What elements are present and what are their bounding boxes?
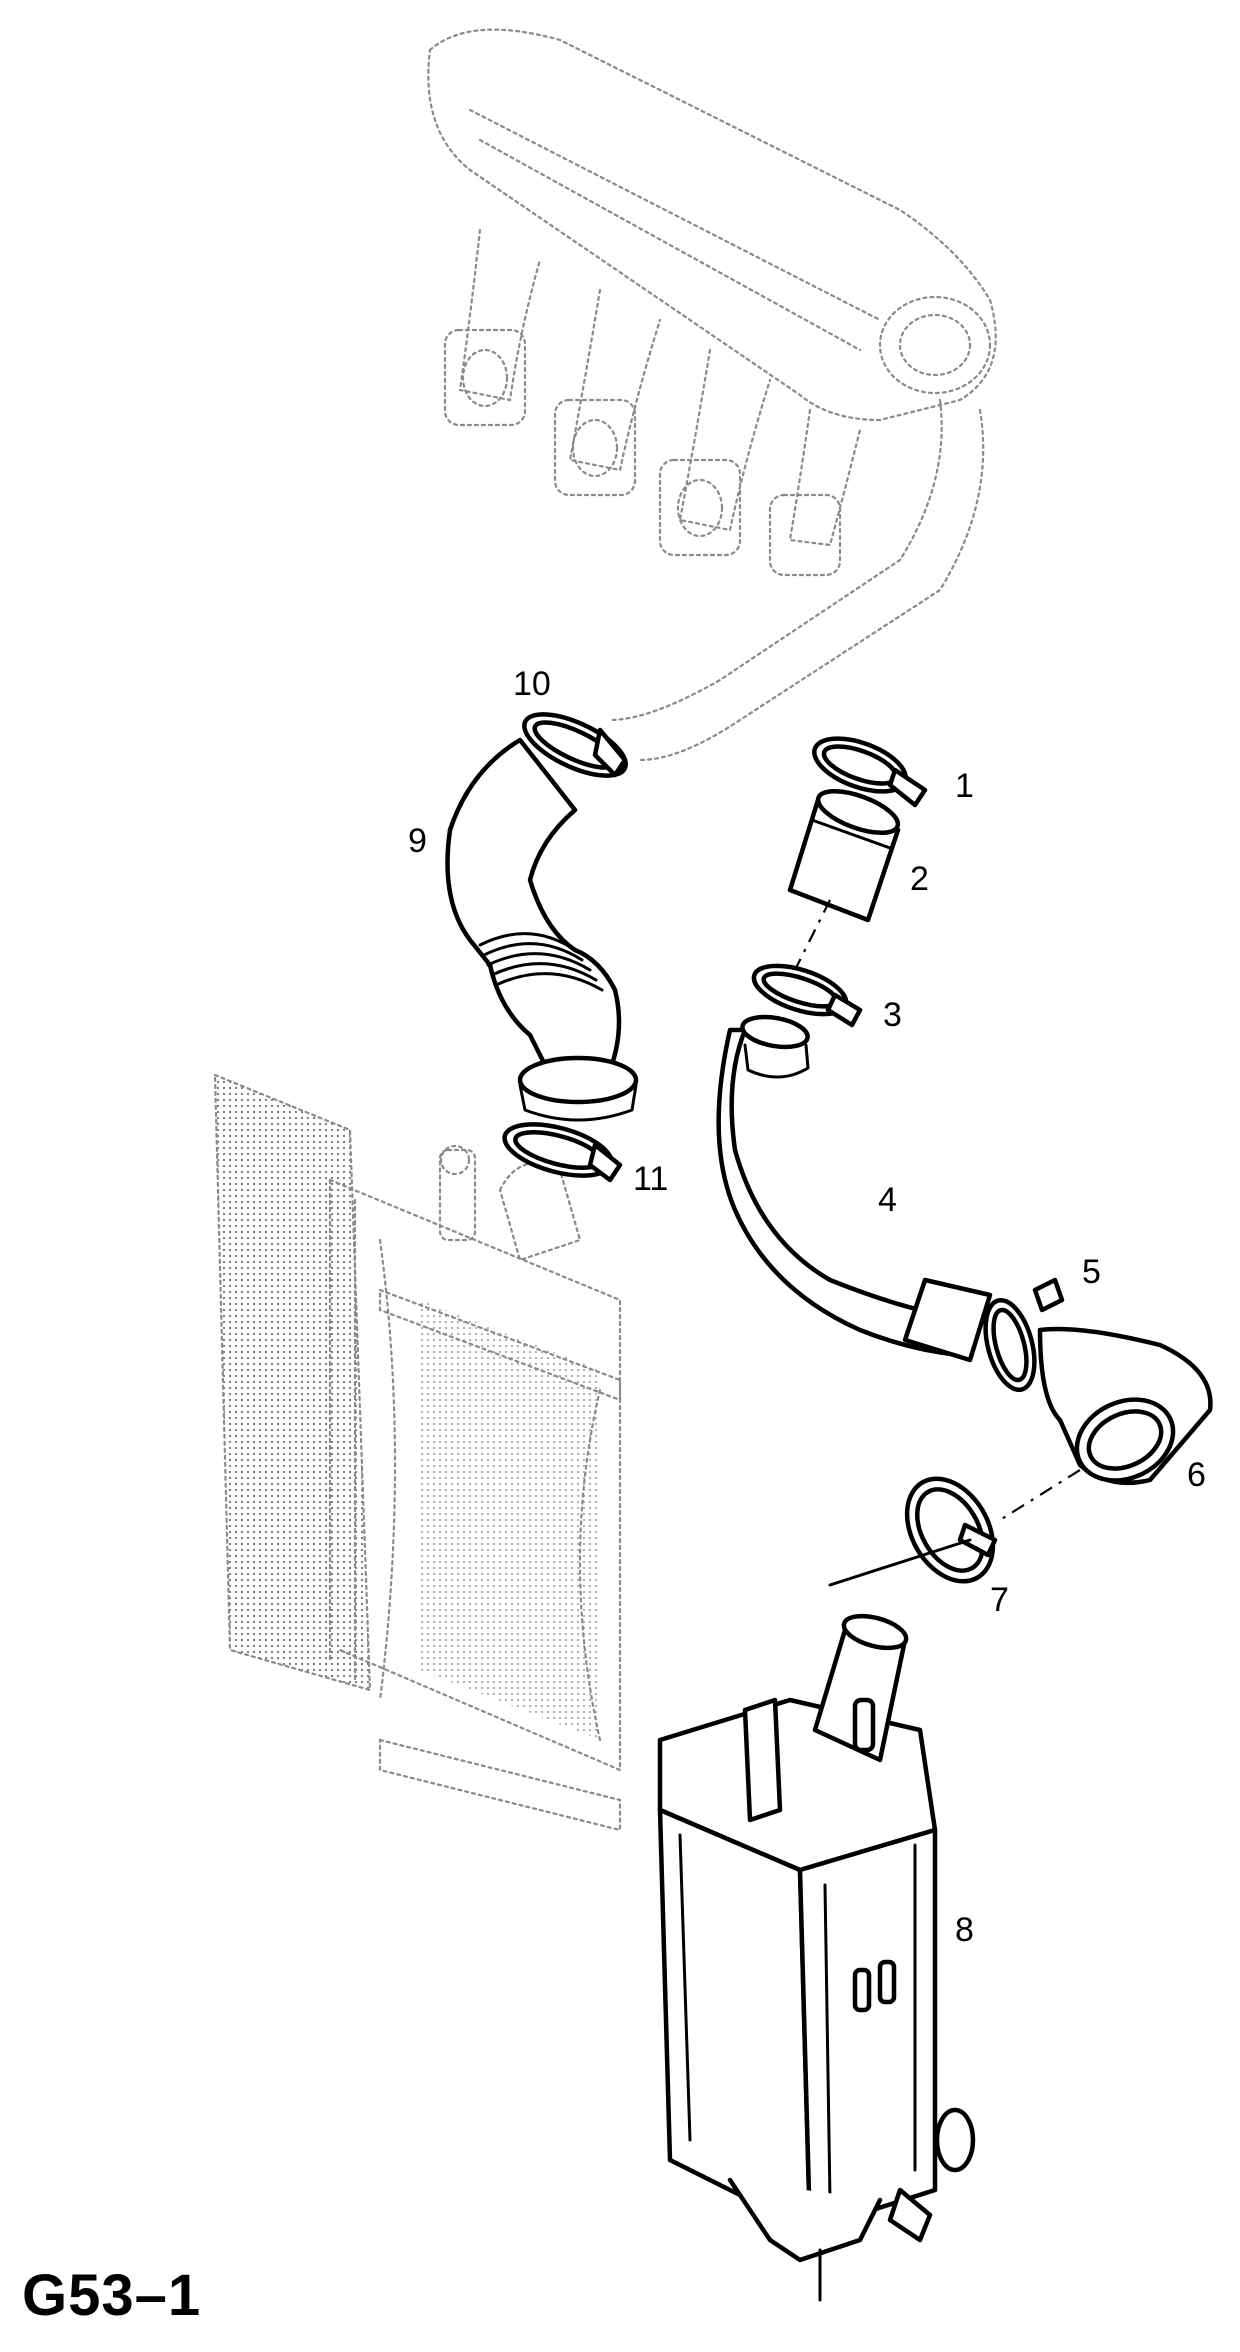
- part-11-clamp: [502, 1122, 623, 1183]
- part-5-clamp: [983, 1277, 1065, 1393]
- callout-5: 5: [1082, 1253, 1101, 1291]
- part-1-clamp: [812, 736, 928, 808]
- part-8-intercooler: [657, 1613, 976, 2302]
- radiator-ghost: [213, 1073, 622, 1832]
- callout-8: 8: [955, 1911, 974, 1949]
- callout-9: 9: [408, 822, 427, 860]
- part-3-clamp: [751, 963, 863, 1028]
- axis-line-lower: [999, 1469, 1081, 1521]
- callout-11: 11: [633, 1160, 668, 1198]
- intake-manifold-ghost: [427, 28, 997, 762]
- callout-10: 10: [513, 665, 551, 703]
- axis-line-upper: [779, 899, 831, 1001]
- callout-2: 2: [910, 860, 929, 898]
- callout-6: 6: [1187, 1456, 1206, 1494]
- part-9-upper-hose: [445, 737, 639, 1122]
- part-4-lower-hose: [716, 1014, 993, 1363]
- part-2-connector: [787, 788, 901, 923]
- callout-7: 7: [990, 1581, 1009, 1619]
- figure-code-label: G53–1: [22, 2263, 202, 2328]
- part-10-clamp: [522, 712, 628, 778]
- callout-4: 4: [878, 1181, 897, 1219]
- part-6-elbow: [1037, 1326, 1213, 1486]
- callout-1: 1: [955, 767, 974, 805]
- axis-line-clamp-7: [828, 1538, 972, 1587]
- part-7-clamp: [904, 1476, 998, 1584]
- callout-3: 3: [883, 996, 902, 1034]
